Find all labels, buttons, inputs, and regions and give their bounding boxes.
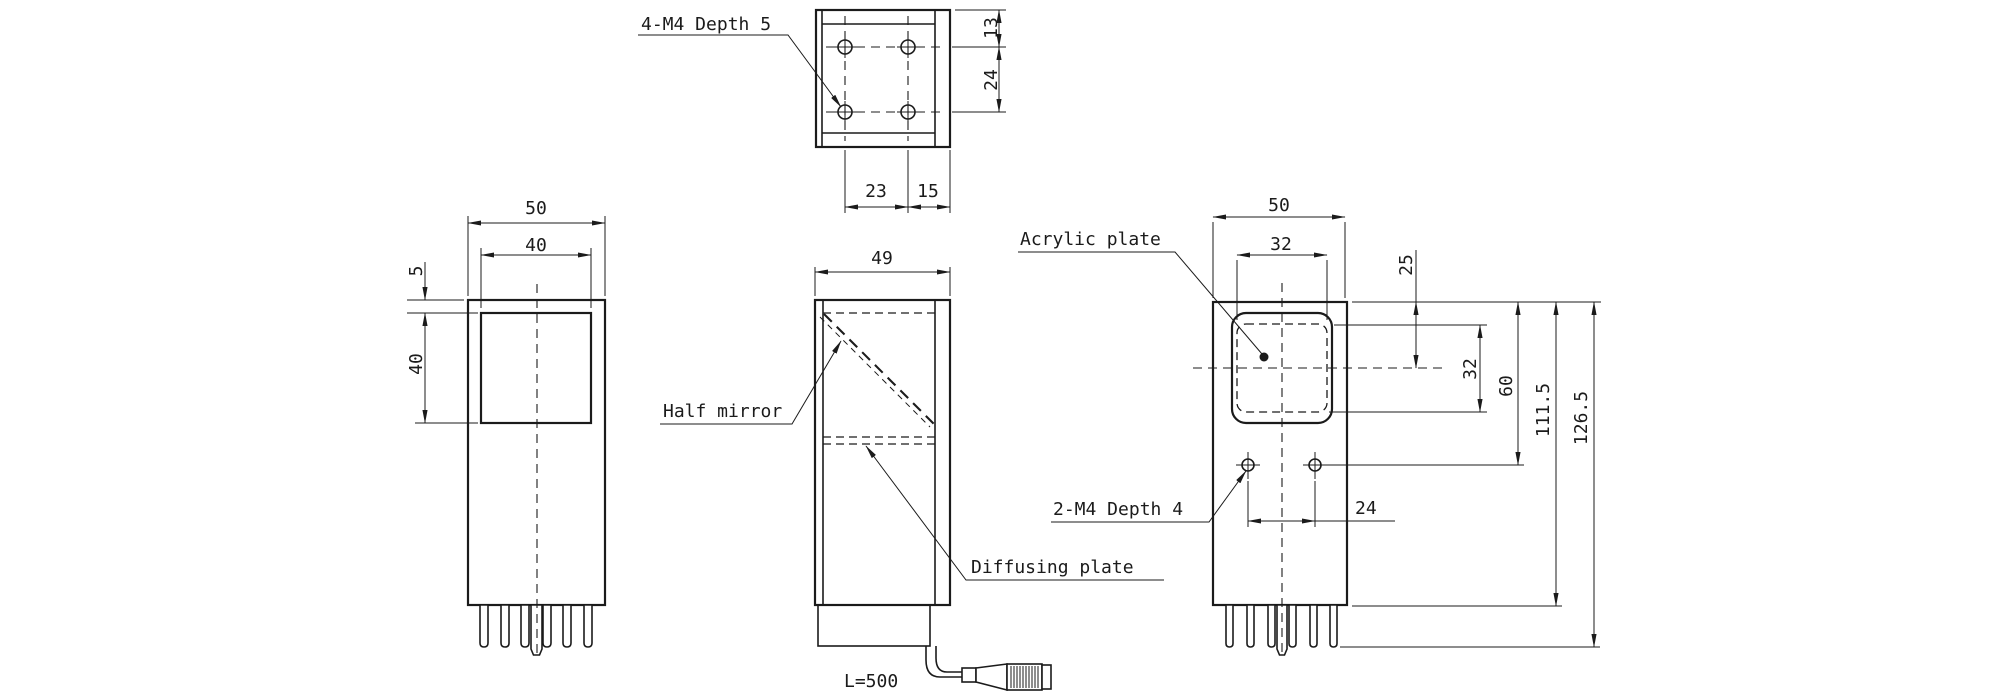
callout-text: 2-M4 Depth 4 [1053, 499, 1183, 520]
dim-side-depth: 49 [814, 248, 951, 296]
dim-text: 25 [1396, 254, 1417, 276]
callout-screw-holes-front: 2-M4 Depth 4 [1051, 470, 1247, 523]
dim-rear-body-width: 50 [1212, 195, 1346, 298]
connector-pins-rear [1225, 604, 1338, 656]
diffusing-plate-line [823, 436, 935, 445]
callout-diffusing-plate: Diffusing plate [865, 445, 1164, 581]
top-view: 23 15 13 24 4-M4 Depth 5 [638, 8, 1006, 213]
dim-hole-pitch: 24 [1247, 481, 1395, 527]
connector-pin [500, 604, 510, 648]
dim-text: 24 [981, 69, 1002, 91]
dim-center-offset-top: 25 [1396, 250, 1419, 369]
callout-screw-holes-top: 4-M4 Depth 5 [638, 14, 842, 108]
dim-text: 5 [406, 266, 427, 277]
mounting-holes-top [834, 36, 919, 123]
dim-front-window-width: 40 [480, 235, 592, 308]
power-cable [925, 646, 963, 678]
connector-pin [1225, 604, 1234, 648]
callout-half-mirror: Half mirror [660, 340, 842, 425]
dim-opening-height: 32 [1329, 324, 1487, 413]
dim-text: 60 [1496, 375, 1517, 397]
mounting-holes-rear [1236, 452, 1327, 479]
dim-text: 126.5 [1571, 391, 1592, 445]
front-view: 50 40 5 40 [406, 198, 607, 658]
dim-text: 111.5 [1533, 383, 1554, 437]
callout-text: Half mirror [663, 401, 782, 422]
mounting-hole [897, 101, 919, 123]
dim-text: 50 [1268, 195, 1290, 216]
dim-front-window-top-offset: 5 [406, 262, 478, 314]
emitting-window [479, 311, 593, 425]
connector-pin [1267, 604, 1276, 648]
connector-pin [562, 604, 572, 648]
mounting-hole [897, 36, 919, 58]
side-view-outline [813, 298, 952, 607]
mounting-hole [834, 36, 856, 58]
dim-text: 13 [981, 17, 1002, 39]
connector-pin [542, 604, 552, 648]
connector-hatch [1010, 666, 1039, 688]
dim-hole-offsets-vertical: 13 24 [952, 9, 1006, 113]
mounting-hole [1236, 452, 1260, 479]
dim-front-body-width: 50 [467, 198, 606, 296]
connector-block [817, 604, 931, 647]
connector-pin [1246, 604, 1255, 648]
dim-front-window-height: 40 [406, 312, 478, 424]
connector-pins-front [479, 604, 593, 656]
dim-text: 24 [1355, 498, 1377, 519]
connector-pin [520, 604, 530, 648]
callout-acrylic-plate: Acrylic plate [1018, 229, 1263, 355]
dim-text: 15 [917, 181, 939, 202]
dim-total-height: 126.5 [1340, 301, 1600, 648]
connector-pin [1329, 604, 1338, 648]
power-connector [961, 663, 1052, 692]
leader-dot [1259, 352, 1269, 362]
dim-body-height: 111.5 [1352, 301, 1562, 607]
dim-text: 49 [871, 248, 893, 269]
dim-text: 40 [406, 353, 427, 375]
connector-pin [479, 604, 489, 648]
mounting-hole [1303, 452, 1327, 479]
opening-dashed-outline [1236, 323, 1328, 413]
connector-pin [1288, 604, 1297, 648]
callout-text: Acrylic plate [1020, 229, 1161, 250]
half-mirror-line [819, 313, 935, 428]
cable-length-label: L=500 [844, 671, 898, 692]
callout-text: 4-M4 Depth 5 [641, 14, 771, 35]
dim-hole-pitch-horizontal: 23 15 [844, 150, 951, 213]
dim-text: 23 [865, 181, 887, 202]
dim-text: 40 [525, 235, 547, 256]
dim-text: 32 [1460, 358, 1481, 380]
top-view-outline [814, 8, 952, 149]
dim-text: 50 [525, 198, 547, 219]
callout-text: Diffusing plate [971, 557, 1134, 578]
connector-pin [583, 604, 593, 648]
top-view-center-lines [826, 16, 946, 141]
dim-rear-opening-width: 32 [1236, 234, 1328, 320]
connector-pin [1309, 604, 1318, 648]
rear-view: 50 32 25 32 60 111.5 [1018, 195, 1601, 658]
side-view: L=500 49 Half mirror Diffusing plate [660, 248, 1164, 692]
mounting-hole [834, 101, 856, 123]
dim-hole-offset-top: 60 [1327, 301, 1524, 466]
dim-text: 32 [1270, 234, 1292, 255]
